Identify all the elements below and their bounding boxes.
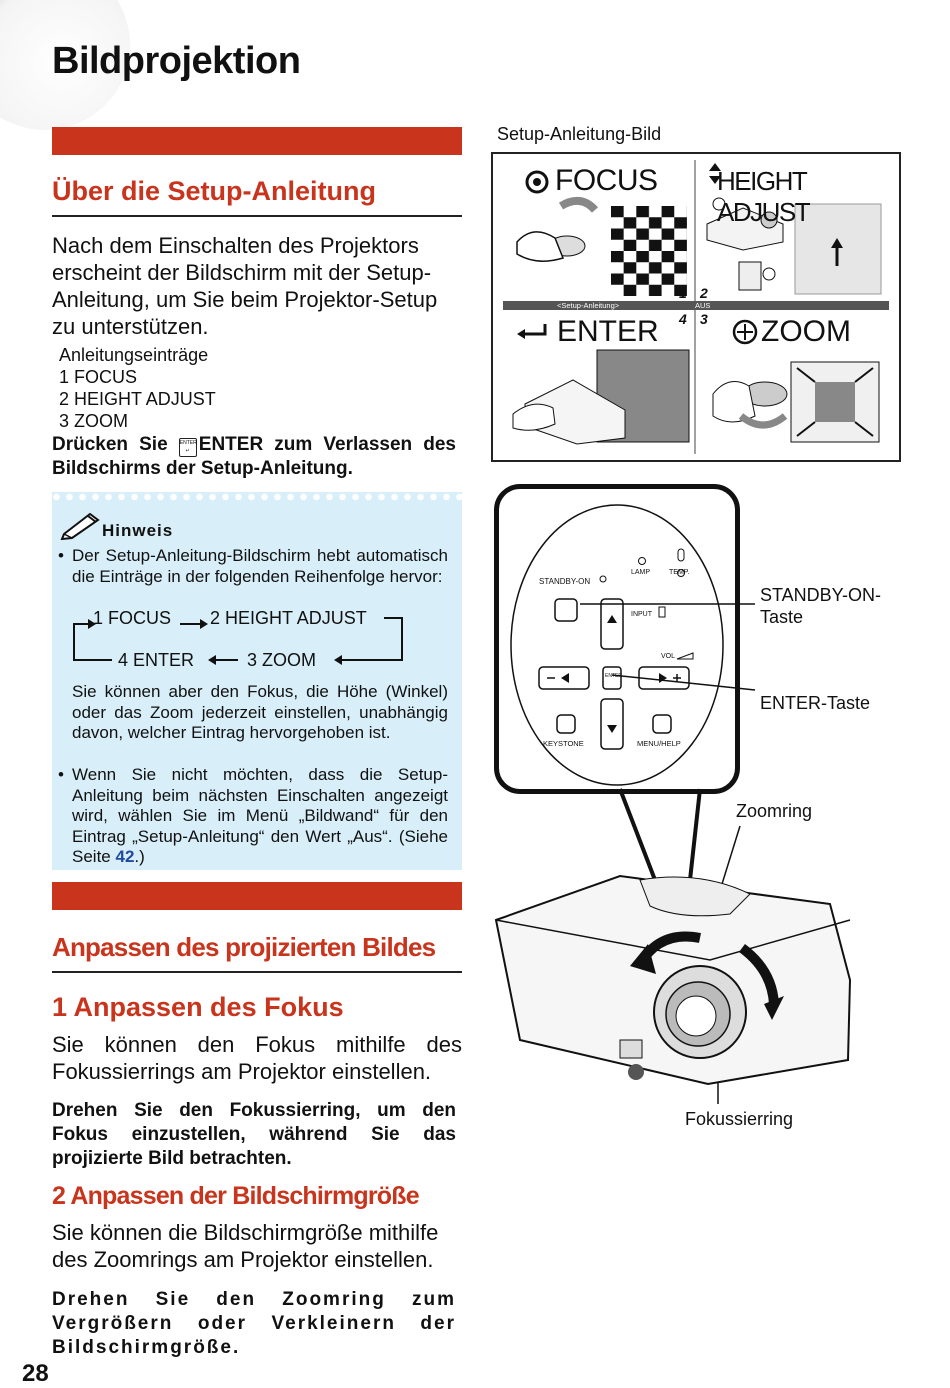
- setup-intro: Nach dem Einschalten des Projektors ersc…: [52, 233, 438, 339]
- exit-instruction: Drücken Sie ENTER↵ENTER zum Verlassen de…: [52, 434, 456, 479]
- figure-num-2: 2: [700, 285, 708, 301]
- note-bullet-2: Wenn Sie nicht möchten, dass die Setup-A…: [72, 765, 448, 866]
- bullet-dot: •: [58, 546, 64, 565]
- flow-step-enter: 4 ENTER: [118, 650, 195, 670]
- menu-help-label: MENU/HELP: [637, 739, 681, 748]
- guide-item-zoom: 3 ZOOM: [59, 411, 129, 431]
- page-reference-link[interactable]: 42: [115, 847, 135, 866]
- vol-label: VOL: [661, 653, 676, 660]
- figure-caption: Setup-Anleitung-Bild: [497, 124, 662, 144]
- section-rule: [52, 971, 462, 973]
- note-dots-border: [52, 492, 462, 502]
- note-paragraph-2: Sie können aber den Fokus, die Höhe (Win…: [72, 682, 448, 742]
- guide-items-label: Anleitungseinträge: [59, 345, 209, 365]
- keystone-label: KEYSTONE: [543, 739, 584, 748]
- flow-step-focus: 1 FOCUS: [93, 608, 172, 628]
- guide-item-height: 2 HEIGHT ADJUST: [59, 389, 216, 409]
- enter-button-label: ENTER: [605, 673, 622, 679]
- figure-focus-label: FOCUS: [555, 164, 658, 197]
- projector-illustration: [494, 874, 852, 1086]
- figure-bar-label: <Setup-Anleitung>: [557, 301, 620, 310]
- section-bar: [52, 882, 462, 910]
- section-title-setup: Über die Setup-Anleitung: [52, 176, 376, 206]
- size-instruction: Drehen Sie den Zoomring zum Vergrößern o…: [52, 1289, 456, 1358]
- temp-label: TEMP.: [669, 569, 690, 576]
- input-label: INPUT: [631, 611, 652, 618]
- figure-aus-label: AUS: [695, 301, 711, 310]
- zoom-icon: [732, 319, 758, 345]
- callout-zoomring: Zoomring: [736, 801, 813, 821]
- figure-enter-label: ENTER: [557, 315, 659, 348]
- figure-num-1: 1: [679, 285, 687, 301]
- standby-button: [554, 598, 578, 622]
- lamp-label: LAMP: [631, 569, 651, 576]
- highlight-order-flow: [73, 617, 403, 665]
- callout-fokussierring: Fokussierring: [685, 1109, 794, 1129]
- bullet-dot: •: [58, 765, 64, 784]
- subsection-title-size: 2 Anpassen der Bildschirmgröße: [52, 1182, 420, 1210]
- figure-num-3: 3: [700, 311, 708, 327]
- figure-zoom-label: ZOOM: [761, 315, 851, 348]
- focus-icon: [525, 170, 549, 194]
- page-number: 28: [22, 1360, 49, 1387]
- size-text: Sie können die Bildschirmgröße mithilfe …: [52, 1220, 439, 1272]
- section-bar: [52, 127, 462, 155]
- note-title: Hinweis: [102, 521, 174, 540]
- figure-num-4: 4: [679, 311, 687, 327]
- checkerboard: [611, 206, 687, 296]
- section-rule: [52, 215, 462, 217]
- callout-enter: ENTER-Taste: [760, 693, 871, 713]
- page-title: Bildprojektion: [52, 40, 301, 82]
- note-pencil-icon: [60, 510, 102, 545]
- control-panel-closeup: STANDBY-ON LAMP TEMP. INPUT VOL ENTER KE…: [494, 484, 740, 794]
- note-box: [52, 492, 462, 870]
- focus-instruction: Drehen Sie den Fokussierring, um den Fok…: [52, 1100, 456, 1169]
- section-title-adjust: Anpassen des projizierten Bildes: [52, 932, 436, 962]
- figure-height-adjust-label: HEIGHT ADJUST: [717, 166, 811, 227]
- guide-item-focus: 1 FOCUS: [59, 367, 138, 387]
- focus-text: Sie können den Fokus mithilfe des Fokuss…: [52, 1032, 462, 1084]
- standby-on-label: STANDBY-ON: [539, 577, 591, 586]
- flow-step-height: 2 HEIGHT ADJUST: [210, 608, 367, 628]
- flow-step-zoom: 3 ZOOM: [247, 650, 317, 670]
- note-bullet-1: Der Setup-Anleitung-Bildschirm hebt auto…: [72, 546, 448, 586]
- subsection-title-focus: 1 Anpassen des Fokus: [52, 992, 344, 1022]
- callout-standby: STANDBY-ON-Taste: [760, 585, 882, 627]
- setup-guide-figure: FOCUS HEIGHT ADJUST ENTER ZOOM <Setup-An…: [491, 152, 901, 462]
